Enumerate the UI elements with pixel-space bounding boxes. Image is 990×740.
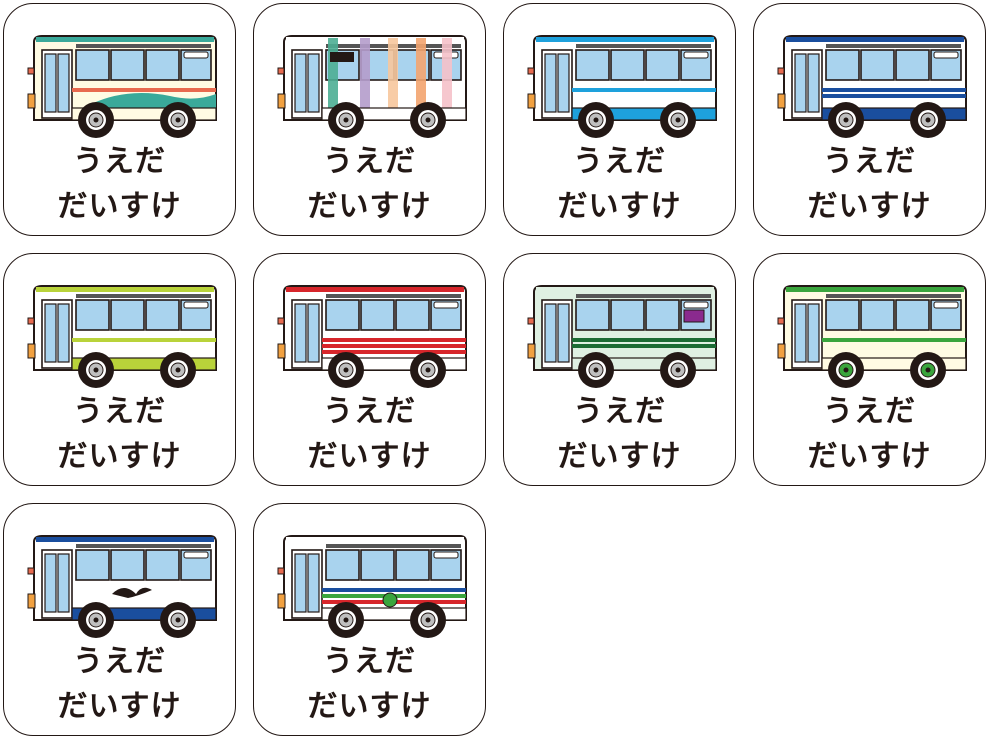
name-line-2: だいすけ bbox=[807, 439, 932, 474]
bus-illustration bbox=[527, 285, 717, 388]
name-line-2: だいすけ bbox=[807, 189, 932, 224]
name-line-2: だいすけ bbox=[57, 689, 182, 724]
name-line-2: だいすけ bbox=[307, 439, 432, 474]
bus-illustration bbox=[27, 35, 217, 138]
bus-illustration bbox=[777, 285, 967, 388]
name-line-1: うえだ bbox=[323, 144, 416, 179]
name-line-2: だいすけ bbox=[307, 189, 432, 224]
name-label-card: うえだだいすけ bbox=[753, 253, 986, 486]
name-line-2: だいすけ bbox=[557, 189, 682, 224]
name-label-card: うえだだいすけ bbox=[3, 253, 236, 486]
name-line-1: うえだ bbox=[573, 144, 666, 179]
name-label-card: うえだだいすけ bbox=[3, 3, 236, 236]
bus-illustration bbox=[277, 285, 467, 388]
name-line-1: うえだ bbox=[573, 394, 666, 429]
name-label-card: うえだだいすけ bbox=[3, 503, 236, 736]
bus-illustration bbox=[277, 35, 467, 138]
bus-illustration bbox=[277, 535, 467, 638]
name-label-card: うえだだいすけ bbox=[253, 253, 486, 486]
name-line-1: うえだ bbox=[823, 144, 916, 179]
name-label-card: うえだだいすけ bbox=[253, 503, 486, 736]
name-line-2: だいすけ bbox=[57, 439, 182, 474]
name-label-card: うえだだいすけ bbox=[753, 3, 986, 236]
name-line-2: だいすけ bbox=[307, 689, 432, 724]
name-line-2: だいすけ bbox=[557, 439, 682, 474]
name-line-1: うえだ bbox=[323, 644, 416, 679]
name-line-1: うえだ bbox=[323, 394, 416, 429]
name-line-1: うえだ bbox=[73, 394, 166, 429]
name-line-1: うえだ bbox=[73, 644, 166, 679]
bus-illustration bbox=[27, 285, 217, 388]
bus-illustration bbox=[527, 35, 717, 138]
bus-illustration bbox=[27, 535, 217, 638]
bus-illustration bbox=[777, 35, 967, 138]
name-label-card: うえだだいすけ bbox=[253, 3, 486, 236]
name-line-1: うえだ bbox=[73, 144, 166, 179]
name-label-card: うえだだいすけ bbox=[503, 253, 736, 486]
name-line-2: だいすけ bbox=[57, 189, 182, 224]
name-line-1: うえだ bbox=[823, 394, 916, 429]
name-label-card: うえだだいすけ bbox=[503, 3, 736, 236]
